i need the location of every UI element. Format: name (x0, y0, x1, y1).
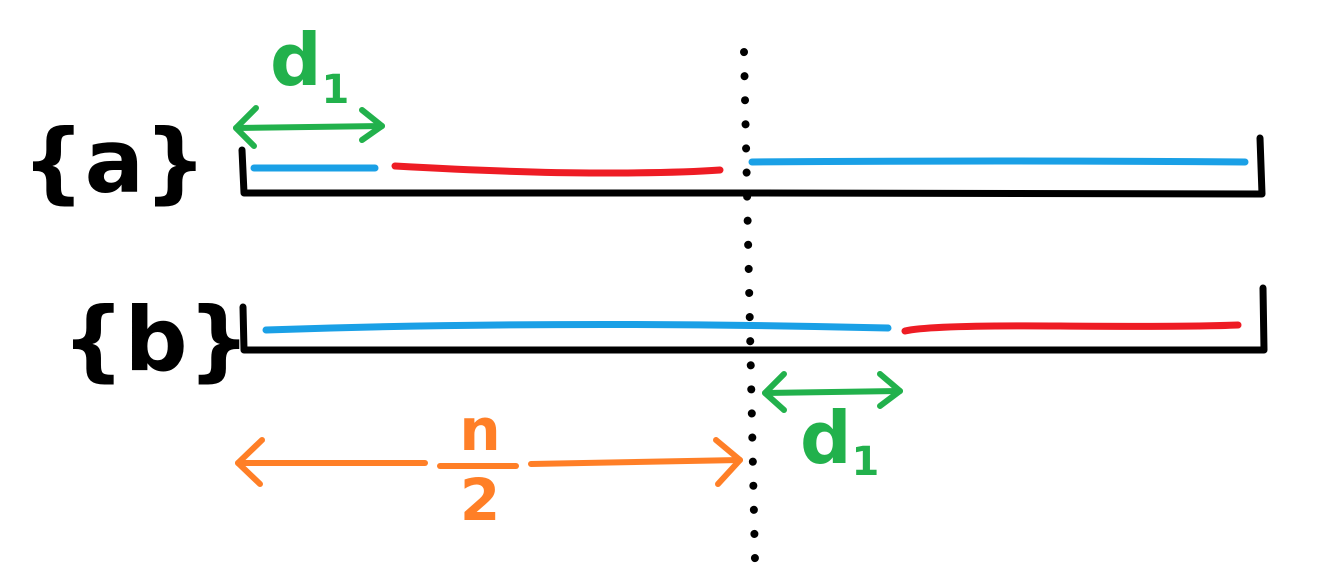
half-fraction-label: n 2 (437, 396, 519, 534)
row-a-segment-blue-right (748, 157, 1249, 166)
d1-arrow-top (233, 105, 385, 149)
row-b-segment-blue (262, 320, 892, 334)
d1-label-bottom: d1 (800, 396, 879, 485)
row-a-segment-red (391, 162, 724, 177)
half-denominator: 2 (460, 466, 500, 534)
half-arrow (235, 437, 743, 487)
d1-label-top: d1 (270, 18, 349, 113)
d1-arrow-bottom (762, 371, 903, 413)
row-b-label: {b} (62, 288, 250, 391)
half-numerator: n (459, 396, 500, 464)
row-b-container (239, 284, 1268, 354)
midline-dotted (740, 48, 759, 566)
row-a-label: {a} (22, 110, 207, 213)
row-b-segment-red (901, 321, 1242, 335)
row-a-container (238, 134, 1266, 198)
